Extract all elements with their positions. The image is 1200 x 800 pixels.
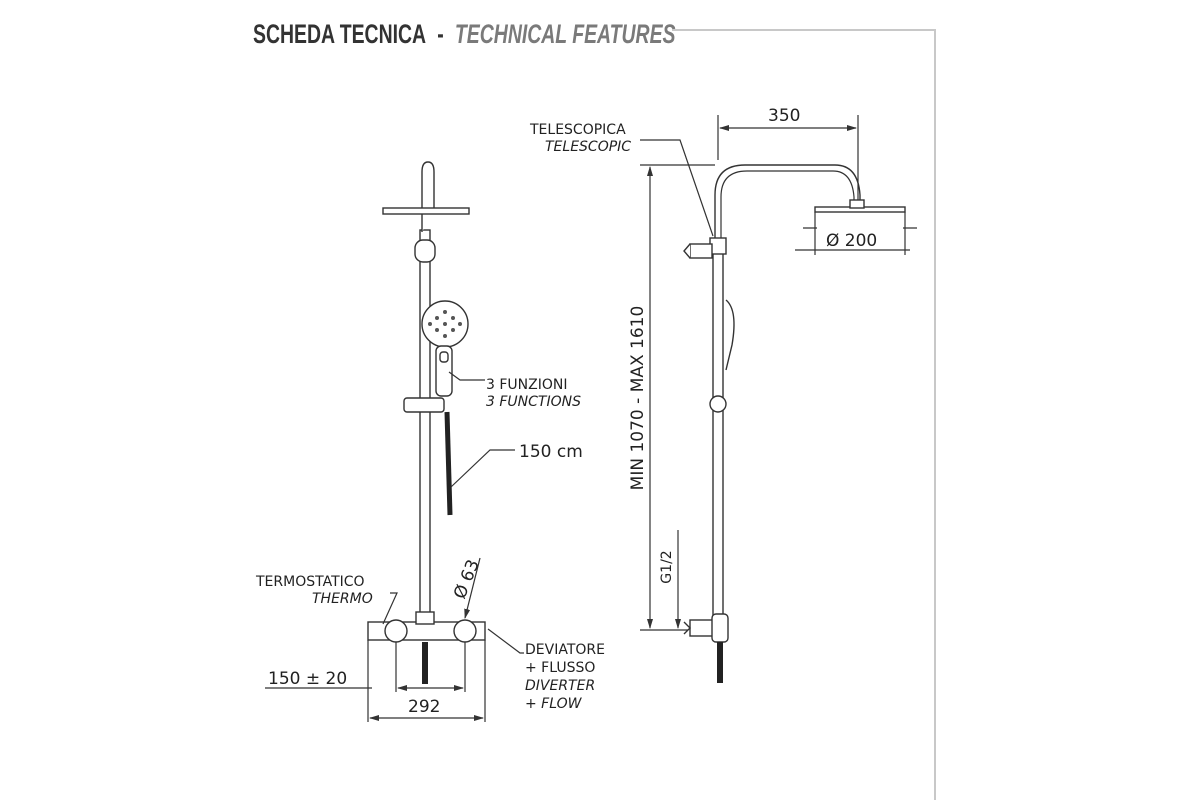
arm-length-dimension: 350 [768, 106, 800, 126]
hand-shower-label-it: 3 FUNZIONI [486, 377, 567, 393]
front-view-drawing [265, 161, 524, 722]
frame-line [672, 29, 936, 800]
title-separator: - [437, 19, 443, 49]
svg-text:SCHEDA TECNICA - T: SCHEDA TECNICA - TECHNICAL FEATURES [253, 19, 676, 49]
telescopic-label-en: TELESCOPIC [545, 139, 631, 155]
side-view-drawing [640, 115, 917, 683]
knob-diameter-label: Ø 63 [450, 557, 484, 602]
mixer-width-dimension: 292 [408, 697, 440, 717]
title-english: TECHNICAL FEATURES [455, 19, 676, 49]
thermostat-label-en: THERMO [312, 591, 373, 607]
head-diameter-dimension: Ø 200 [826, 231, 877, 251]
page-title: SCHEDA TECNICA - TECHNICAL FEATURES [253, 19, 676, 49]
diverter-label-it-1: DEVIATORE [525, 642, 605, 658]
diverter-label-it-2: + FLUSSO [525, 660, 595, 676]
hose-length-label: 150 cm [519, 442, 583, 462]
diverter-label-en-2: + FLOW [525, 696, 583, 712]
thermostat-label-it: TERMOSTATICO [255, 574, 365, 590]
inlet-distance-dimension: 150 ± 20 [268, 669, 347, 689]
diverter-label-en-1: DIVERTER [525, 678, 595, 694]
title-italian: SCHEDA TECNICA [253, 19, 426, 49]
height-range-dimension: MIN 1070 - MAX 1610 [628, 306, 648, 491]
connection-size-label: G1/2 [659, 550, 675, 583]
telescopic-label-it: TELESCOPICA [529, 122, 626, 138]
hand-shower-label-en: 3 FUNCTIONS [486, 394, 581, 410]
